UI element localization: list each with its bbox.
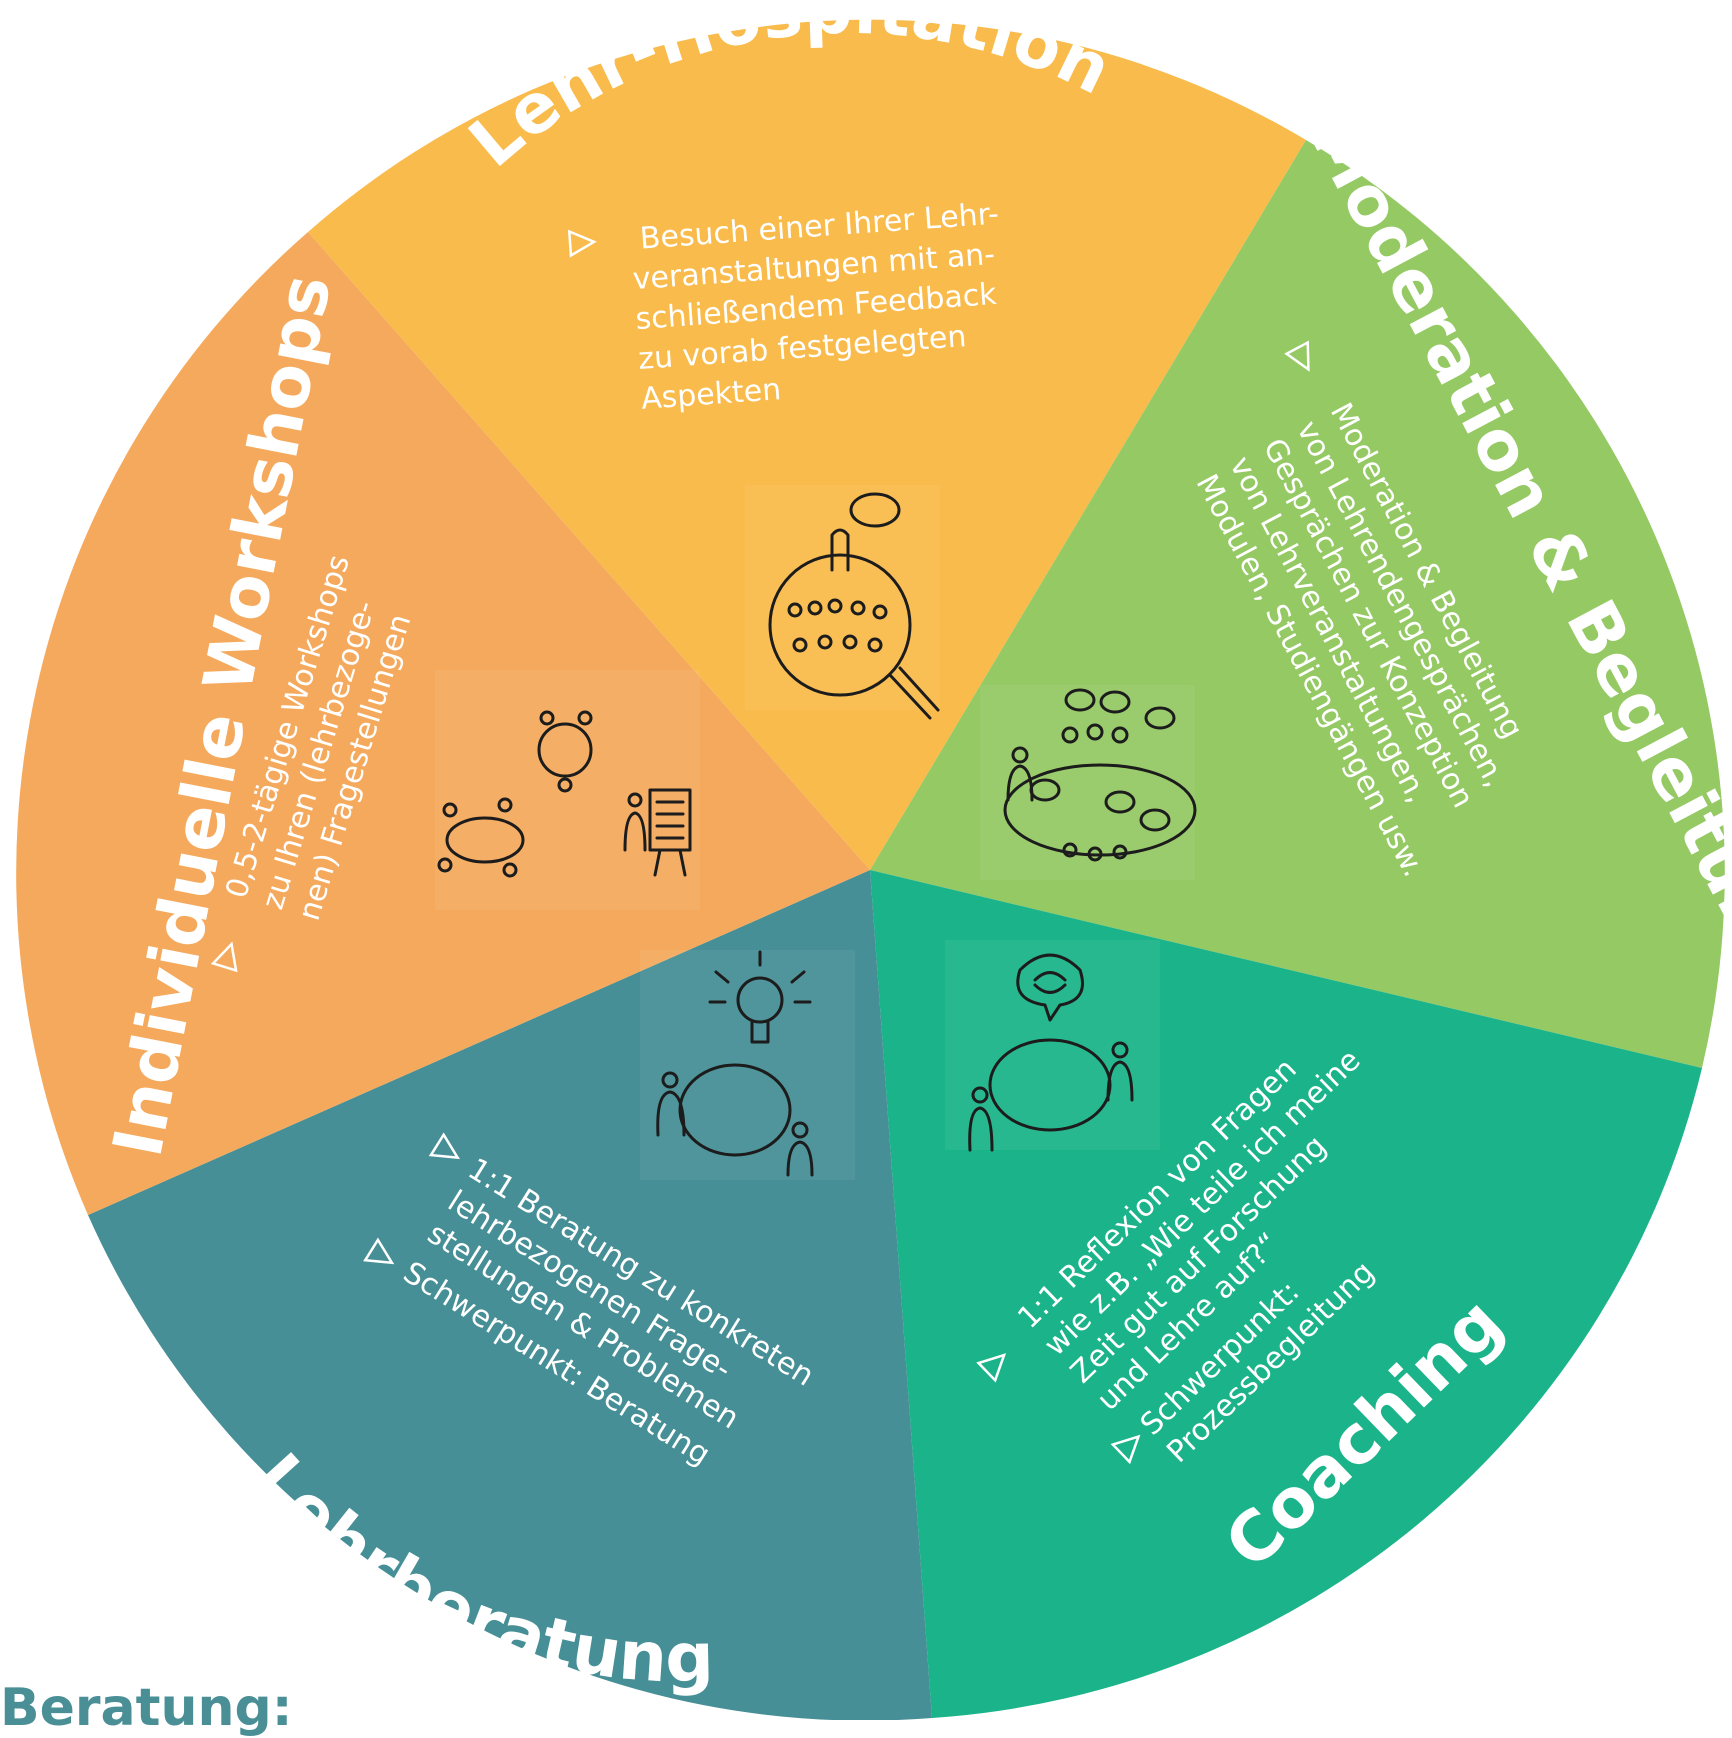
bullet-triangle-icon	[567, 229, 597, 258]
magnifier-audience-icon	[745, 485, 940, 720]
idea-consultation-icon	[640, 950, 855, 1180]
segment-lehrberatung	[88, 870, 932, 1720]
segment-shape-coaching	[870, 870, 1702, 1718]
bullet-triangle-icon	[976, 1353, 1007, 1383]
segment-lehr-hospitation	[308, 19, 1306, 870]
group-discussion-icon	[980, 685, 1197, 880]
bullet-triangle-icon	[428, 1132, 460, 1160]
bullet-triangle-icon	[210, 941, 238, 973]
bullet-triangle-icon	[1110, 1434, 1141, 1465]
bullet-triangle-icon	[1284, 340, 1310, 372]
footer-heading: Beratung:	[0, 1678, 293, 1738]
segment-shape-lehrberatung	[88, 870, 932, 1720]
segment-shape-hospitation	[308, 19, 1306, 870]
segment-coaching	[870, 870, 1702, 1718]
segment-moderation	[870, 140, 1725, 1068]
reflection-dialogue-icon	[945, 940, 1160, 1152]
workshop-group-icon	[435, 670, 700, 910]
segment-shape-moderation	[870, 140, 1725, 1068]
bullet-triangle-icon	[363, 1237, 395, 1265]
